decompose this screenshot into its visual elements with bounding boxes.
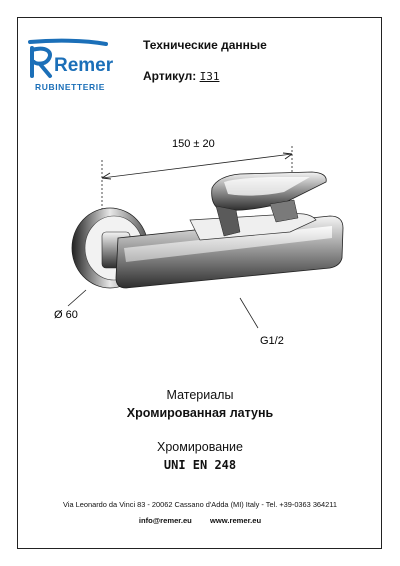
company-address: Via Leonardo da Vinci 83 - 20062 Cassano… [63, 500, 337, 509]
width-dimension-label: 150 ± 20 [172, 138, 215, 150]
chrome-label: Хромирование [156, 440, 243, 454]
page-frame [17, 17, 382, 549]
chrome-value: UNI EN 248 [163, 458, 237, 472]
diameter-label: Ø 60 [54, 309, 78, 321]
article-code: I31 [199, 70, 220, 83]
website-link[interactable]: www.remer.eu [209, 516, 262, 525]
remer-logo: Remer [28, 38, 114, 78]
article-label: Артикул: [143, 69, 197, 83]
faucet-drawing: 150 ± 20 Ø 60 G1/2 [54, 138, 344, 347]
thread-leader [239, 297, 259, 329]
thread-label: G1/2 [260, 335, 284, 347]
email-link[interactable]: info@remer.eu [138, 516, 192, 525]
svg-text:Remer: Remer [54, 55, 114, 76]
materials-value: Хромированная латунь [126, 406, 274, 420]
materials-label: Материалы [166, 388, 234, 402]
diameter-leader [67, 289, 87, 307]
article-row: Артикул: I31 [143, 69, 219, 83]
page-title: Технические данные [143, 38, 267, 52]
brand-subtitle: RUBINETTERIE [34, 82, 105, 92]
contacts: info@remer.eu www.remer.eu [0, 516, 400, 525]
